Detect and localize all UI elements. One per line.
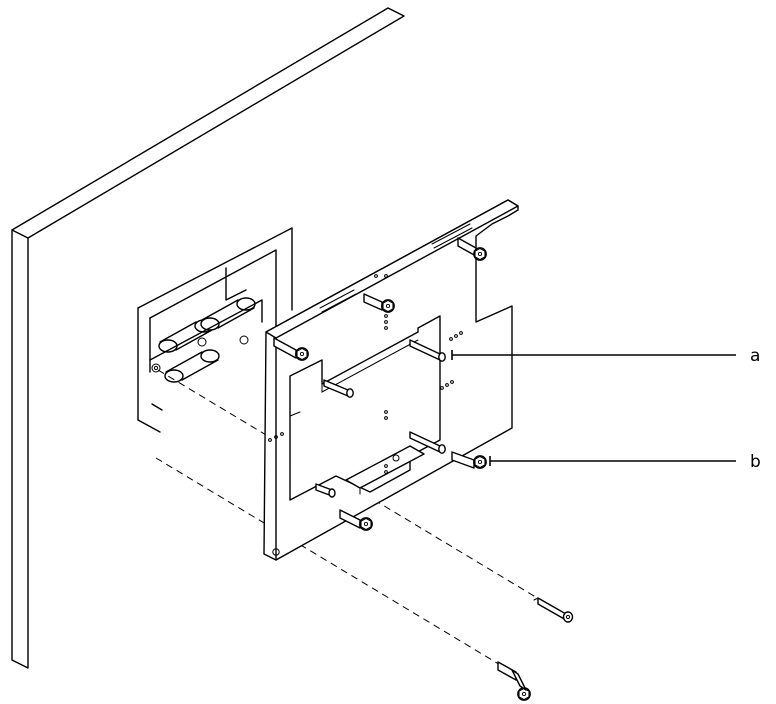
mounting-studs [315, 339, 446, 498]
callout-label-b: b [750, 452, 761, 472]
stud-left [323, 379, 354, 398]
callout-a: a [451, 346, 760, 366]
stud-bottom-left [315, 483, 336, 498]
wall-panel [11, 7, 405, 669]
bolt-top-middle [363, 293, 395, 313]
screw-upper [533, 597, 574, 623]
wall-cutout-box [137, 227, 293, 433]
screw-lower [497, 661, 531, 701]
callout-b: b [489, 452, 761, 472]
loose-screws [497, 597, 574, 701]
stud-a [409, 339, 446, 362]
stud-lower [409, 431, 446, 454]
bolt-bottom [339, 509, 373, 531]
mounting-bracket [263, 199, 519, 561]
bolt-top-right [457, 237, 487, 261]
alignment-lines [155, 369, 545, 667]
callout-label-a: a [750, 346, 760, 366]
flanged-bolts [273, 237, 487, 531]
internal-rollers [149, 297, 263, 383]
bolt-b [451, 451, 487, 469]
bolt-left [273, 337, 309, 361]
